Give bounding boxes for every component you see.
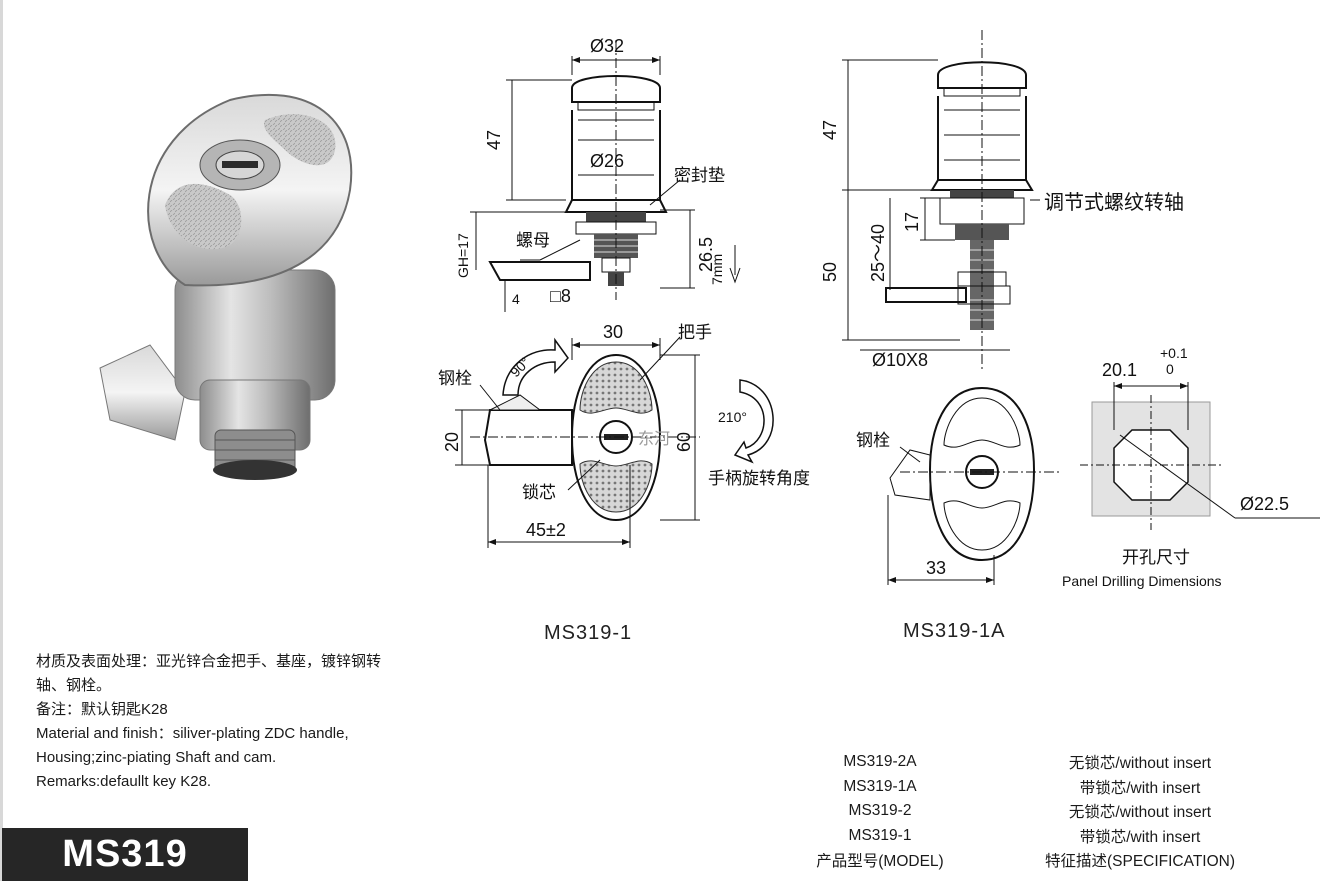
spec-cell: 带锁芯/with insert [1079, 828, 1201, 846]
model-cell: MS319-2A [843, 753, 917, 771]
dim-r-h47: 47 [820, 120, 840, 140]
dim-h47: 47 [484, 130, 504, 150]
table-row: MS319-2A 无锁芯/without insert [770, 750, 1290, 775]
model-badge: MS319 [2, 828, 248, 881]
table-row: MS319-1 带锁芯/with insert [770, 824, 1290, 849]
panel-drilling-diagram [1080, 382, 1320, 530]
dim-h4: 4 [512, 291, 520, 307]
panel-dim-main: 20.1 [1102, 360, 1137, 380]
dim-w30: 30 [603, 322, 623, 342]
table-row: MS319-2 无锁芯/without insert [770, 799, 1290, 824]
note-line: Material and finish：siliver-plating ZDC … [36, 725, 349, 742]
note-line: 备注：默认钥匙K28 [36, 701, 168, 718]
panel-tol-upper: +0.1 [1160, 345, 1188, 361]
dim-h60: 60 [674, 432, 694, 452]
note-line: 材质及表面处理：亚光锌合金把手、基座，镀锌钢转 [36, 653, 382, 670]
watermark: 东河 [638, 429, 670, 448]
dim-d32: Ø32 [590, 36, 624, 56]
table-row: MS319-1A 带锁芯/with insert [770, 775, 1290, 800]
panel-d22-5: Ø22.5 [1240, 494, 1289, 514]
model-cell: MS319-2 [848, 802, 912, 820]
dim-gh17: GH=17 [455, 233, 471, 278]
header-spec: 特征描述(SPECIFICATION) [1044, 853, 1236, 871]
dim-w45: 45±2 [526, 520, 566, 540]
note-line: Housing;zinc-piating Shaft and cam. [36, 749, 277, 766]
label-nut: 螺母 [516, 231, 550, 251]
dim-d26: Ø26 [590, 151, 624, 171]
table-header: 产品型号(MODEL) 特征描述(SPECIFICATION) [770, 848, 1290, 873]
dim-sq8: □8 [550, 286, 571, 306]
drawing-label-right: MS319-1A [903, 620, 1006, 642]
page-edge [0, 0, 3, 881]
model-table: MS319-2A 无锁芯/without insert MS319-1A 带锁芯… [770, 750, 1290, 873]
dim-r-h50: 50 [820, 262, 840, 282]
model-cell: MS319-1 [848, 826, 912, 844]
dim-h26-5: 26.5 [696, 237, 716, 272]
label-core: 锁芯 [522, 483, 556, 503]
material-notes: 材质及表面处理：亚光锌合金把手、基座，镀锌钢转 轴、钢栓。 备注：默认钥匙K28… [36, 650, 476, 794]
spec-cell: 带锁芯/with insert [1079, 779, 1201, 797]
panel-title-cn: 开孔尺寸 [1122, 548, 1190, 568]
panel-tol-lower: 0 [1166, 361, 1174, 377]
spec-cell: 无锁芯/without insert [1068, 804, 1212, 822]
panel-title-en: Panel Drilling Dimensions [1062, 573, 1222, 589]
label-shaft: 调节式螺纹转轴 [1044, 190, 1184, 214]
model-cell: MS319-1A [843, 777, 917, 795]
note-line: 轴、钢栓。 [36, 677, 112, 694]
right-side-view [842, 30, 1040, 370]
dim-w33: 33 [926, 558, 946, 578]
label-handle: 把手 [678, 323, 712, 343]
dim-7mm: 7mm [709, 254, 725, 285]
header-model: 产品型号(MODEL) [816, 853, 944, 871]
spec-cell: 无锁芯/without insert [1068, 755, 1212, 773]
dim-d10x8: Ø10X8 [872, 350, 928, 370]
dim-h20: 20 [442, 432, 462, 452]
label-seal: 密封垫 [674, 166, 725, 186]
drawing-label-left: MS319-1 [544, 622, 633, 644]
left-side-view [470, 40, 741, 312]
left-front-view [455, 336, 774, 548]
dim-angle210: 210° [718, 409, 747, 425]
dim-r-h17: 17 [902, 212, 922, 232]
label-rotation: 手柄旋转角度 [708, 469, 810, 489]
right-front-view [887, 386, 1060, 585]
label-bolt-left: 钢栓 [438, 369, 472, 389]
label-bolt-right: 钢栓 [856, 431, 890, 451]
note-line: Remarks:defaullt key K28. [36, 773, 212, 790]
product-photo [99, 93, 353, 480]
dim-r-h25-40: 25～40 [868, 224, 888, 282]
